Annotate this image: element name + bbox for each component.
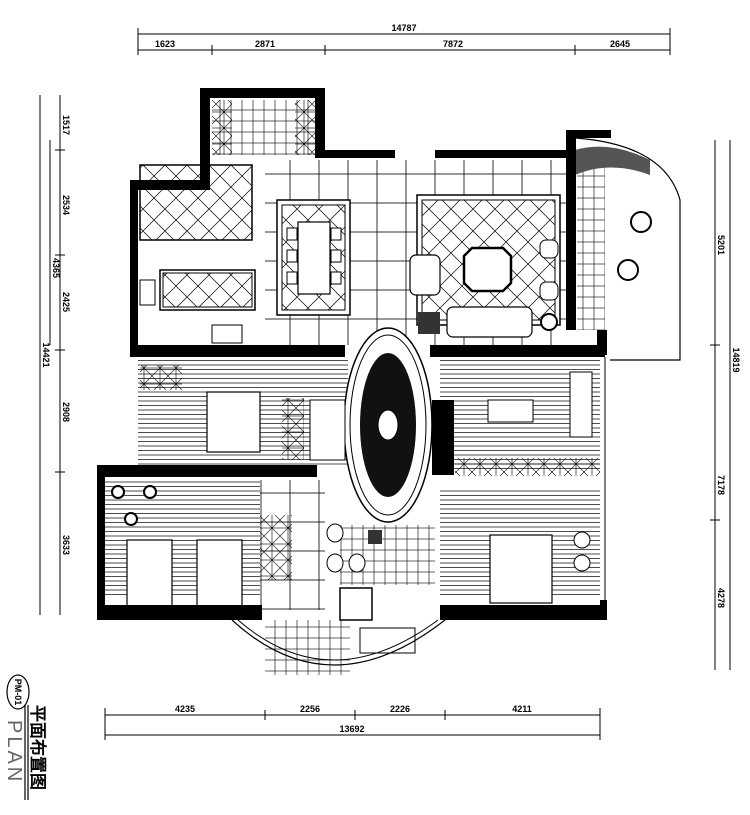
dim-top-1: 1623 — [155, 39, 175, 49]
bedroom-furniture — [111, 365, 600, 613]
drawing-code: PM-01 — [13, 679, 23, 706]
dim-top-3: 7872 — [443, 39, 463, 49]
dim-left-sub: 4365 — [51, 258, 61, 278]
dim-right-2: 7178 — [716, 475, 726, 495]
bathroom-fixtures — [326, 523, 416, 654]
dim-bottom-1: 4235 — [175, 704, 195, 714]
living-room-furniture — [409, 194, 561, 338]
dim-bottom-3: 2226 — [390, 704, 410, 714]
balcony-furniture — [575, 146, 652, 281]
dim-left-5: 3633 — [61, 535, 71, 555]
dim-top-total: 14787 — [391, 23, 416, 33]
walls — [97, 88, 611, 620]
dim-right-1: 5201 — [716, 235, 726, 255]
dimension-labels: 14787 1623 2871 7872 2645 14421 4365 151… — [41, 23, 741, 734]
dim-bottom-4: 4211 — [512, 704, 532, 714]
dining-table — [276, 199, 351, 316]
kitchen-area — [139, 100, 317, 344]
foyer-oval — [343, 327, 433, 523]
dim-right-total: 14819 — [731, 347, 741, 372]
dim-right-3: 4278 — [716, 588, 726, 608]
dim-bottom-2: 2256 — [300, 704, 320, 714]
dim-left-1: 1517 — [61, 115, 71, 135]
drawing-title-cn: 平面布置图 — [27, 705, 48, 790]
dim-left-3: 2425 — [61, 292, 71, 312]
outlines — [231, 137, 681, 666]
title-block: PM-01 平面布置图 PLAN — [3, 674, 48, 800]
dim-left-total: 14421 — [41, 342, 51, 367]
dim-bottom-total: 13692 — [339, 724, 364, 734]
drawing-title-en: PLAN — [3, 720, 25, 784]
dim-top-4: 2645 — [610, 39, 630, 49]
dim-top-2: 2871 — [255, 39, 275, 49]
dim-left-2: 2534 — [61, 195, 71, 215]
dim-left-4: 2908 — [61, 402, 71, 422]
dimension-lines — [39, 28, 731, 740]
